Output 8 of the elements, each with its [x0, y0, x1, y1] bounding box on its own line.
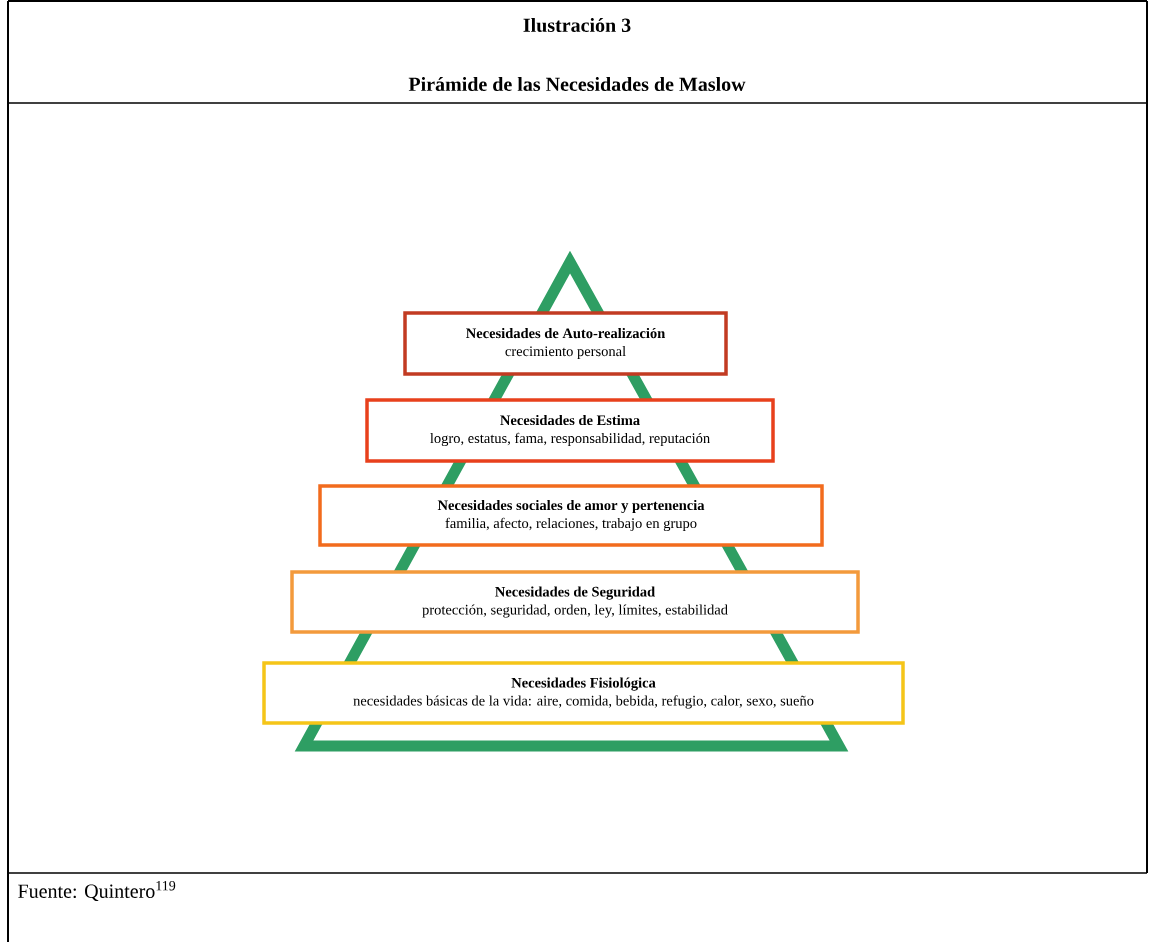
figure-title: Ilustración 3: [523, 17, 631, 33]
level-box: Necesidades sociales de amor y pertenencia familia, afecto, relaciones, trabajo en grupo: [318, 484, 824, 547]
source-note: Fuente: Quintero$^{119}$: [18, 881, 176, 901]
level-box: Necesidades de Estima logro, estatus, fama, responsabilidad, reputación: [365, 398, 775, 463]
level-box: Necesidades de Seguridad protección, seguridad, orden, ley, límites, estabilidad: [290, 570, 860, 634]
level-box: Necesidades Fisiológica necesidades básicas de la vida: aire, comida, bebida, refugio, calor, sexo, sueño: [262, 661, 905, 725]
level-box: Necesidades de Auto-realización crecimiento personal: [403, 311, 728, 376]
figure-heading: Pirámide de las Necesidades de Maslow: [408, 76, 746, 92]
